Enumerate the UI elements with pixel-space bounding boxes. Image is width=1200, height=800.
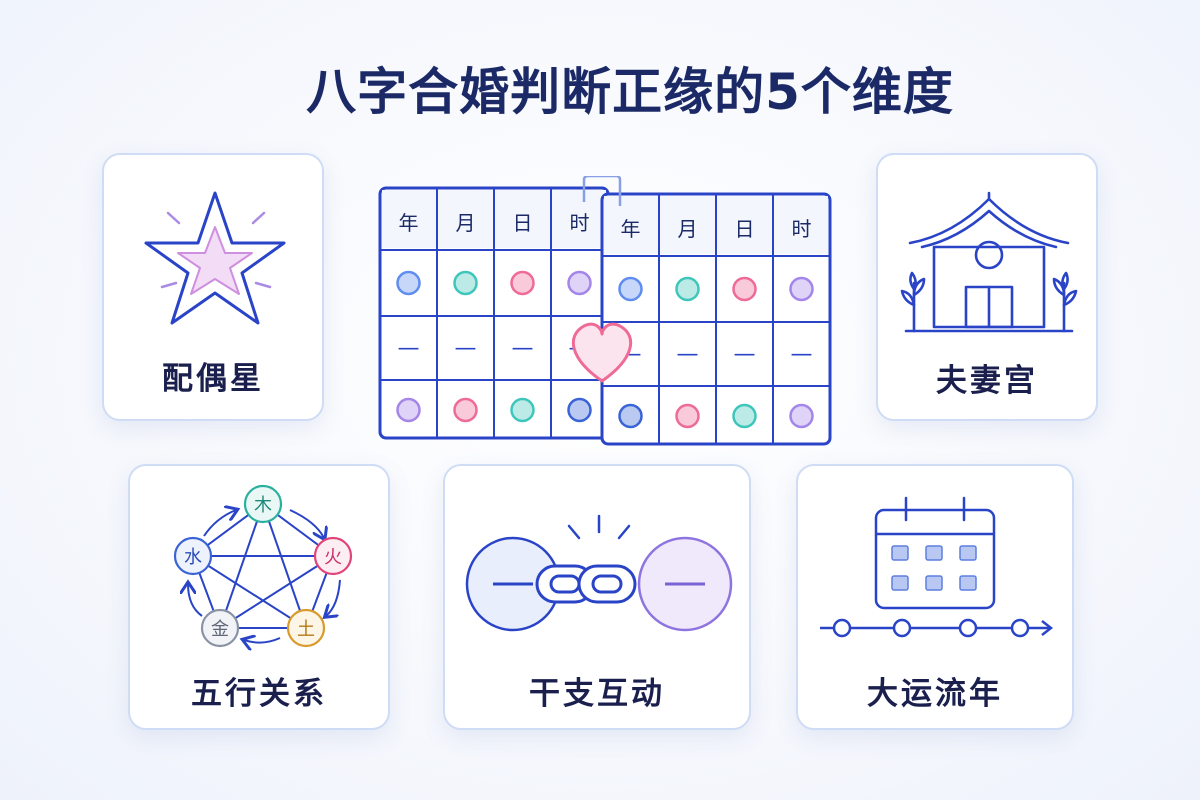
element-metal: 金 — [211, 619, 229, 640]
card-spouse-star: 配偶星 — [102, 153, 324, 421]
left-pillar-mid-2: — — [512, 336, 534, 361]
paper-clip-icon — [582, 174, 622, 206]
left-header-2: 日 — [513, 211, 533, 235]
element-fire: 火 — [324, 547, 342, 568]
right-header-0: 年 — [621, 217, 641, 241]
left-header-0: 年 — [399, 211, 419, 235]
right-pillar-mid-1: — — [677, 342, 699, 367]
left-pillar-top-2 — [510, 270, 535, 296]
left-pillar-mid-0: — — [398, 336, 420, 361]
right-header-1: 月 — [678, 217, 698, 241]
left-pillar-top-0 — [396, 270, 421, 296]
card-label-stem-branch: 干支互动 — [529, 676, 665, 712]
five-elements-diagram: 木 火 土 金 水 — [173, 484, 353, 732]
page-title: 八字合婚判断正缘的5个维度 — [306, 63, 954, 121]
left-pillar-bottom-3 — [567, 397, 592, 423]
right-pillar-mid-3: — — [791, 342, 813, 367]
right-header-2: 日 — [735, 217, 755, 241]
left-pillar-mid-1: — — [455, 336, 477, 361]
right-pillar-bottom-0 — [618, 403, 643, 429]
left-header-1: 月 — [456, 211, 476, 235]
left-pillar-bottom-0 — [396, 397, 421, 423]
right-pillar-top-3 — [789, 276, 814, 302]
right-pillar-bottom-2 — [732, 403, 757, 429]
left-pillar-top-1 — [453, 270, 478, 296]
house-icon — [900, 191, 1078, 333]
card-label-five-elements: 五行关系 — [191, 676, 327, 712]
right-pillar-mid-2: — — [734, 342, 756, 367]
left-pillar-bottom-2 — [510, 397, 535, 423]
right-header-3: 时 — [792, 217, 812, 241]
left-pillar-top-3 — [567, 270, 592, 296]
right-pillar-top-1 — [675, 276, 700, 302]
calendar-timeline-icon — [820, 496, 1054, 638]
right-pillar-top-0 — [618, 276, 643, 302]
element-water: 水 — [184, 547, 202, 568]
card-five-elements: 木 火 土 金 水 五行关系 — [128, 464, 390, 730]
element-wood: 木 — [254, 495, 272, 516]
heart-icon — [571, 322, 633, 383]
card-label-luck-years: 大运流年 — [867, 676, 1003, 712]
right-pillar-bottom-3 — [789, 403, 814, 429]
star-icon — [144, 191, 286, 325]
card-label-spouse-palace: 夫妻宫 — [936, 363, 1038, 399]
right-pillar-top-2 — [732, 276, 757, 302]
card-spouse-palace: 夫妻宫 — [876, 153, 1098, 421]
chain-link-icon — [465, 514, 733, 632]
card-luck-years: 大运流年 — [796, 464, 1074, 730]
right-pillar-bottom-1 — [675, 403, 700, 429]
element-earth: 土 — [297, 619, 315, 640]
left-header-3: 时 — [570, 211, 590, 235]
card-stem-branch: 干支互动 — [443, 464, 751, 730]
left-pillar-bottom-1 — [453, 397, 478, 423]
card-label-spouse-star: 配偶星 — [162, 361, 264, 397]
